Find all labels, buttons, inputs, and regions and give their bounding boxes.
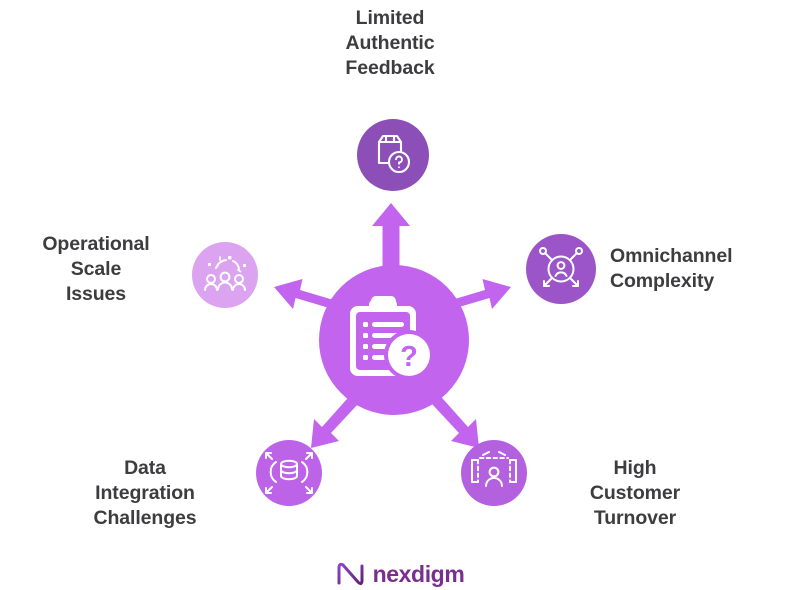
nexdigm-n-mark-icon — [337, 562, 364, 586]
clipboard-question-icon: ? — [350, 296, 434, 380]
label-high-customer-turnover: High Customer Turnover — [589, 457, 681, 529]
user-network-icon — [539, 247, 583, 287]
node-operational-scale-issues[interactable] — [192, 242, 258, 308]
svg-text:?: ? — [400, 341, 418, 373]
arrow-up — [372, 203, 410, 300]
brand-logo: nexdigm — [0, 558, 800, 590]
customer-churn-icon — [471, 451, 517, 487]
label-data-integration-challenges: Data Integration Challenges — [93, 457, 197, 529]
label-operational-scale-issues: Operational Scale Issues — [42, 233, 150, 305]
node-circle-left — [192, 242, 258, 308]
node-high-customer-turnover[interactable] — [461, 440, 527, 506]
node-circle-bottom-right — [461, 440, 527, 506]
brand-name: nexdigm — [372, 560, 465, 587]
node-limited-authentic-feedback[interactable] — [357, 119, 429, 191]
node-data-integration-challenges[interactable] — [256, 440, 322, 506]
label-omnichannel-complexity: Omnichannel Complexity — [610, 245, 733, 292]
database-expand-icon — [265, 452, 313, 494]
people-growth-icon — [204, 256, 246, 291]
hub-node[interactable]: ? — [319, 265, 469, 415]
node-omnichannel-complexity[interactable] — [526, 234, 596, 304]
label-limited-authentic-feedback: Limited Authentic Feedback — [345, 7, 435, 79]
package-question-icon — [377, 134, 411, 174]
